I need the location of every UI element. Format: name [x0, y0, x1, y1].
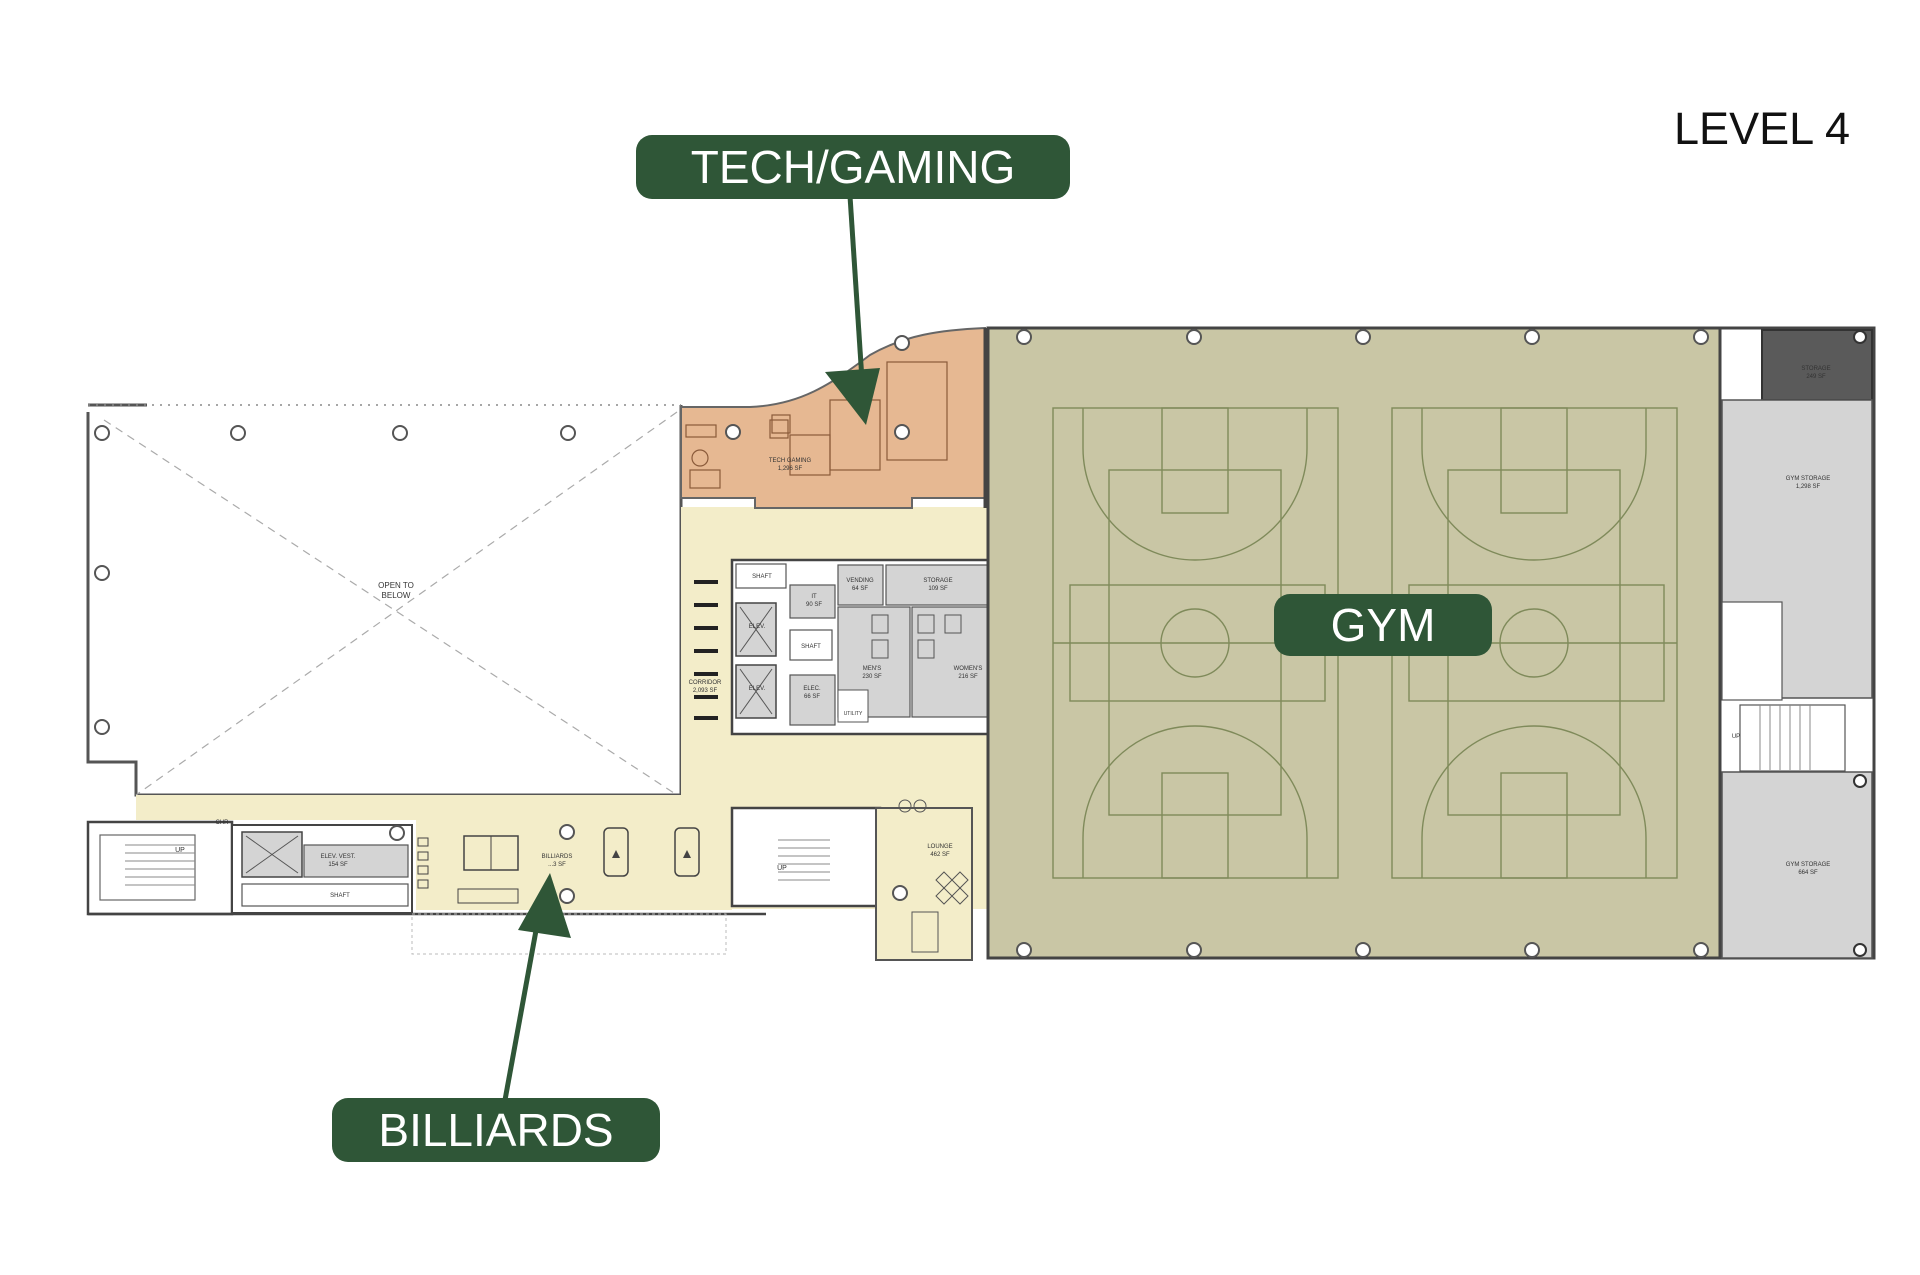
utility-label: UTILITY [844, 711, 863, 717]
gym-storage-1-label-1: GYM STORAGE [1786, 476, 1831, 482]
vending-label-1: VENDING [846, 578, 874, 584]
up-1-label: UP [175, 847, 185, 854]
shaft-1-label: SHAFT [752, 574, 772, 580]
elev-vest-label-1: ELEV. VEST. [321, 854, 356, 860]
storage-corner-label-1: STORAGE [1801, 366, 1830, 372]
corridor-stripes [694, 580, 718, 720]
callout-gym-text: GYM [1331, 599, 1436, 651]
center-stair-lounge: UP LOUNGE 462 SF [730, 799, 973, 961]
core-block: SHAFT IT 90 SF VENDING 64 SF STORAGE 109… [730, 558, 992, 736]
billiards-room-label-1: BILLIARDS [542, 854, 573, 860]
up-2-label: UP [777, 865, 787, 872]
it-label-1: IT [811, 594, 817, 600]
gym-storage-2-label-2: 664 SF [1798, 870, 1818, 876]
elec-label-1: ELEC. [803, 686, 821, 692]
callout-billiards-text: BILLIARDS [378, 1104, 613, 1156]
tech-gaming-arrow-shaft [847, 195, 865, 381]
level-label: LEVEL 4 [1674, 103, 1850, 154]
gym-storage-2-label-1: GYM STORAGE [1786, 862, 1831, 868]
elev-vest-label-2: 154 SF [328, 862, 348, 868]
corridor-label-1: CORRIDOR [689, 680, 722, 686]
tech-gaming-room: TECH GAMING 1,296 SF [680, 326, 987, 509]
callout-billiards: BILLIARDS [332, 1098, 660, 1162]
storage-center-label-1: STORAGE [923, 578, 952, 584]
up-3-label: UP [1732, 734, 1740, 740]
billiards-area: BILLIARDS ...3 SF [417, 824, 700, 904]
billiards-arrow-head [518, 873, 571, 938]
billiards-arrow-shaft [502, 924, 540, 1101]
lounge-label-1: LOUNGE [927, 844, 952, 850]
lounge-label-2: 462 SF [930, 852, 950, 858]
tech-gaming-arrow-head [825, 368, 880, 425]
mens-label-1: MEN'S [863, 666, 881, 672]
callout-arrows [502, 195, 880, 1101]
callout-gym: GYM [1274, 594, 1492, 656]
callout-tech-gaming: TECH/GAMING [636, 135, 1070, 199]
storage-corner-label-2: 249 SF [1806, 374, 1826, 380]
open-to-below-label-1: OPEN TO [378, 581, 414, 590]
storage-center-label-2: 109 SF [928, 586, 948, 592]
tech-gaming-room-label-2: 1,296 SF [778, 466, 803, 472]
callout-tech-gaming-text: TECH/GAMING [691, 141, 1016, 193]
elec-label-2: 66 SF [804, 694, 820, 700]
open-to-below-label-2: BELOW [382, 591, 411, 600]
it-label-2: 90 SF [806, 602, 822, 608]
gym-storage-1-label-2: 1,298 SF [1796, 484, 1821, 490]
vending-label-2: 64 SF [852, 586, 868, 592]
shaft-2-label: SHAFT [801, 644, 821, 650]
lower-left-block: UP ELEV. VEST. 154 SF SHAFT CHR [86, 820, 766, 955]
womens-label-1: WOMEN'S [954, 666, 983, 672]
shaft-3-label: SHAFT [330, 893, 350, 899]
corridor-label-2: 2,093 SF [693, 688, 718, 694]
tech-gaming-room-label-1: TECH GAMING [769, 458, 812, 464]
elev-1-label: ELEV. [749, 624, 766, 630]
womens-label-2: 216 SF [958, 674, 978, 680]
right-storage-block: UP STORAGE 249 SF GYM STORAGE 1,298 SF G… [1718, 326, 1876, 960]
chr-label: CHR [216, 820, 230, 826]
billiards-room-label-2: ...3 SF [548, 862, 566, 868]
mens-label-2: 230 SF [862, 674, 882, 680]
open-to-below-area: OPEN TO BELOW [86, 403, 683, 797]
elev-2-label: ELEV. [749, 686, 766, 692]
